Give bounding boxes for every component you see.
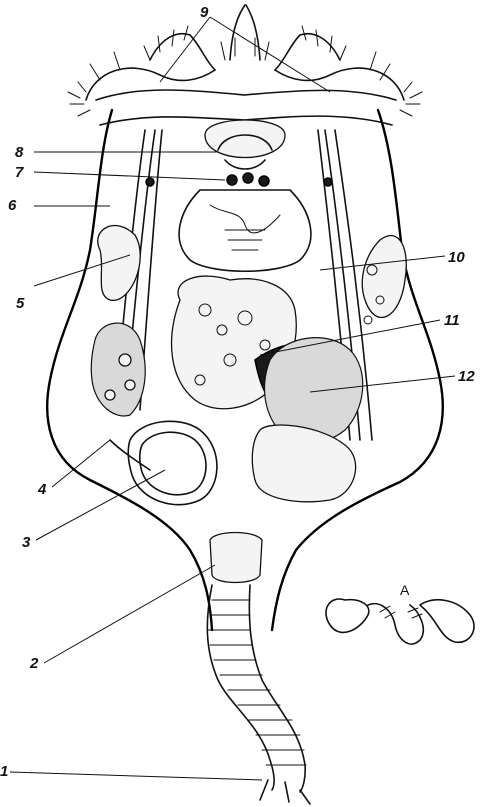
- bladder: [110, 421, 217, 504]
- label-6: 6: [8, 197, 17, 214]
- inset-a-trophi: [326, 599, 474, 644]
- corona: [68, 5, 422, 116]
- label-9: 9: [200, 4, 209, 21]
- label-1: 1: [0, 763, 8, 780]
- label-10: 10: [448, 249, 465, 266]
- label-inset-a: A: [400, 582, 410, 598]
- foot: [207, 533, 310, 805]
- label-3: 3: [22, 534, 31, 551]
- label-12: 12: [458, 368, 475, 385]
- label-5: 5: [16, 295, 25, 312]
- mastax-region: [179, 120, 311, 271]
- ovary: [252, 338, 362, 502]
- vitellarium: [91, 323, 145, 416]
- label-2: 2: [29, 655, 39, 672]
- label-8: 8: [15, 144, 24, 161]
- label-7: 7: [15, 164, 24, 181]
- label-4: 4: [37, 481, 47, 498]
- label-11: 11: [444, 312, 460, 329]
